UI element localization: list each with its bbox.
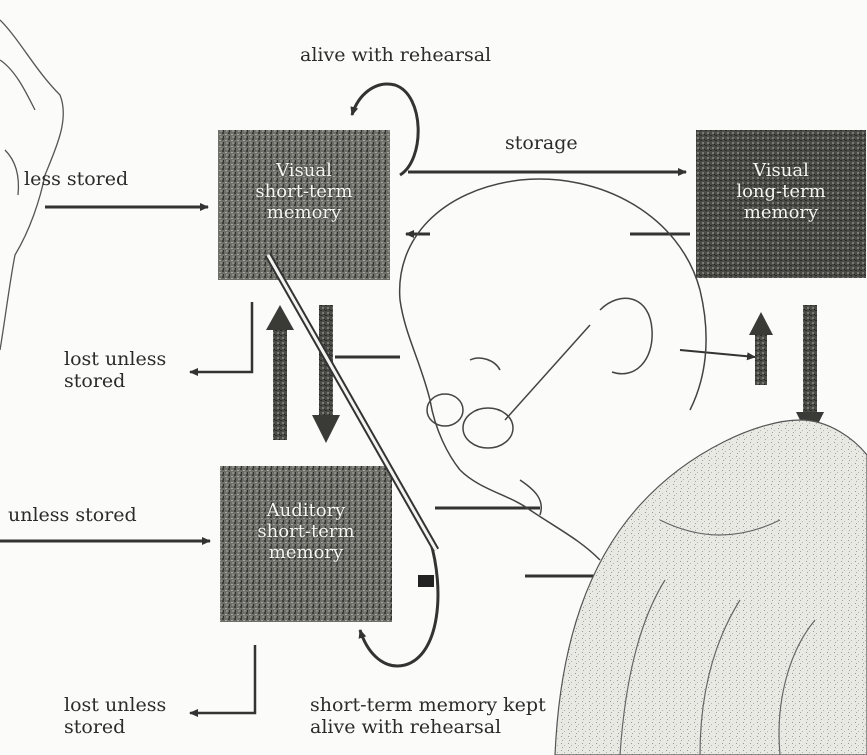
lost-bottom-label: lost unless stored <box>64 694 166 738</box>
auditory-stm-line2: short-term <box>232 521 380 542</box>
visual-ltm-line2: long-term <box>708 181 854 202</box>
stm-exchange-arrows <box>266 305 340 443</box>
bottom-rehearsal-label: short-term memory kept alive with rehear… <box>310 694 546 738</box>
auditory-stm-line1: Auditory <box>232 500 380 521</box>
lost-mid-line1: lost unless <box>64 348 166 370</box>
lost-bottom-arrow <box>190 645 255 713</box>
left-bottom-label: unless stored <box>8 504 137 526</box>
visual-stm-line3: memory <box>230 202 378 223</box>
visual-ltm-label: Visual long-term memory <box>708 160 854 223</box>
lost-mid-arrow <box>190 302 252 372</box>
auditory-stm-label: Auditory short-term memory <box>232 500 380 563</box>
storage-label: storage <box>505 132 578 154</box>
bottom-rehearsal-line2: alive with rehearsal <box>310 716 546 738</box>
lost-bottom-line2: stored <box>64 716 166 738</box>
bottom-rehearsal-line1: short-term memory kept <box>310 694 546 716</box>
lost-mid-line2: stored <box>64 370 166 392</box>
ltm-exchange-arrows <box>749 305 824 440</box>
visual-ltm-line3: memory <box>708 202 854 223</box>
pen-tip <box>418 575 434 587</box>
auditory-stm-line3: memory <box>232 542 380 563</box>
visual-ltm-line1: Visual <box>708 160 854 181</box>
man-shoulder <box>555 420 867 755</box>
link-line-ear <box>680 350 755 357</box>
lost-bottom-line1: lost unless <box>64 694 166 716</box>
visual-stm-line1: Visual <box>230 160 378 181</box>
visual-stm-label: Visual short-term memory <box>230 160 378 223</box>
top-rehearsal-label: alive with rehearsal <box>300 44 491 66</box>
visual-stm-line2: short-term <box>230 181 378 202</box>
lost-mid-label: lost unless stored <box>64 348 166 392</box>
left-top-label: less stored <box>24 168 128 190</box>
